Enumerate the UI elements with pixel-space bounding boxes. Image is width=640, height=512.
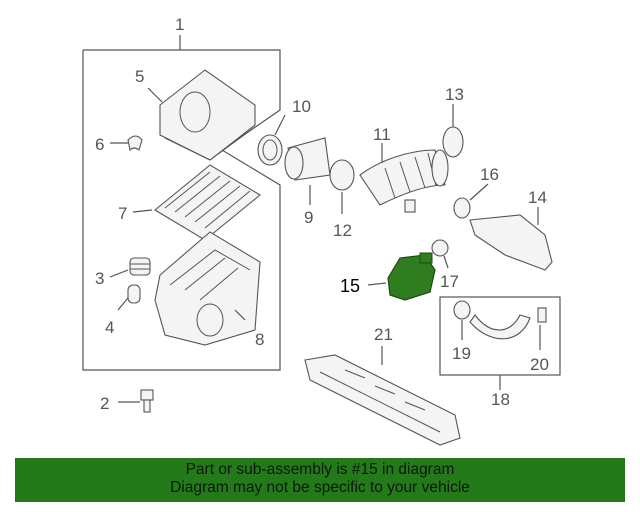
callout-4: 4 — [105, 318, 114, 337]
clamp-part-17[interactable] — [431, 239, 449, 257]
insulator-part[interactable] — [127, 284, 141, 304]
callout-5: 5 — [135, 67, 144, 86]
leader-lines — [109, 87, 541, 403]
grommet-part[interactable] — [129, 257, 151, 276]
air-cleaner-housing[interactable] — [154, 231, 261, 346]
callout-17: 17 — [440, 272, 459, 291]
air-filter[interactable] — [154, 164, 261, 241]
parts-diagram: 1 5 6 7 3 4 8 2 10 9 12 11 13 16 14 17 1… — [82, 15, 561, 446]
clamp-part-16[interactable] — [453, 197, 471, 219]
callout-6: 6 — [95, 135, 104, 154]
hose-part-18[interactable] — [469, 314, 531, 340]
callout-13: 13 — [445, 85, 464, 104]
mass-air-flow-sensor[interactable] — [284, 137, 331, 181]
clip-part[interactable] — [127, 135, 143, 152]
callout-1: 1 — [175, 15, 184, 34]
lower-cover[interactable] — [304, 354, 461, 446]
callout-10: 10 — [292, 97, 311, 116]
callout-20: 20 — [530, 355, 549, 374]
callout-19: 19 — [452, 344, 471, 363]
callout-11: 11 — [373, 125, 391, 144]
callout-2: 2 — [100, 394, 109, 413]
clamp-part-13[interactable] — [442, 126, 464, 158]
callout-9: 9 — [304, 208, 313, 227]
banner-line-2: Diagram may not be specific to your vehi… — [170, 479, 470, 496]
banner-line-1: Part or sub-assembly is #15 in diagram — [185, 461, 455, 478]
clamp-part-19[interactable] — [453, 300, 471, 320]
assembly-bracket-18 — [439, 296, 561, 390]
fitting-part-20[interactable] — [537, 307, 547, 323]
callout-21: 21 — [374, 325, 393, 344]
assembly-bracket-1 — [82, 35, 281, 371]
clamp-part-12[interactable] — [329, 159, 355, 191]
bolt-part[interactable] — [140, 389, 154, 413]
callout-15: 15 — [340, 276, 360, 296]
gasket-part[interactable] — [257, 134, 283, 166]
intake-duct[interactable] — [359, 149, 449, 213]
callout-12: 12 — [333, 221, 352, 240]
callout-7: 7 — [118, 204, 127, 223]
callout-3: 3 — [95, 269, 104, 288]
highlighted-part-15[interactable] — [387, 254, 436, 301]
callout-16: 16 — [480, 165, 499, 184]
air-cleaner-cover[interactable] — [159, 69, 256, 161]
resonator-part[interactable] — [469, 214, 553, 271]
info-banner: Part or sub-assembly is #15 in diagram D… — [15, 458, 625, 502]
highlighted-part-15-port — [419, 252, 433, 264]
callout-18: 18 — [491, 390, 510, 409]
callout-8: 8 — [255, 330, 264, 349]
callout-14: 14 — [528, 188, 547, 207]
